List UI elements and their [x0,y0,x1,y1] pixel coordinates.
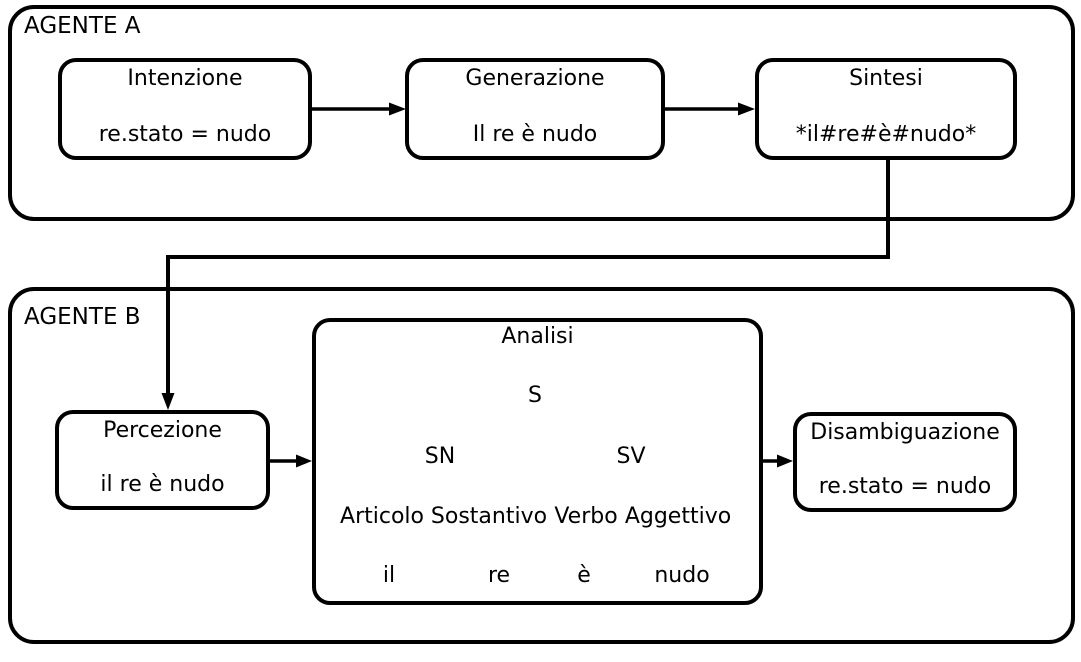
arrowhead-analisi-disambiguazione [777,454,793,468]
sintesi-title: Sintesi [849,66,923,91]
tree-node-aggettivo: Aggettivo [624,504,732,529]
agent-b-label: AGENTE B [24,304,141,330]
tree-node-s: S [528,383,542,408]
percezione-title: Percezione [103,418,222,443]
flow-arrow-heads [161,102,793,468]
agent-a-container [8,5,1075,221]
generazione-content: Il re è nudo [472,122,598,148]
disambiguazione-content: re.stato = nudo [818,474,992,500]
sintesi-content: *il#re#è#nudo* [795,122,977,148]
tree-leaf-il: il [382,563,396,588]
tree-leaf-e: è [577,563,591,588]
generazione-node: Generazione Il re è nudo [405,58,665,160]
generazione-title: Generazione [465,66,605,91]
analisi-title: Analisi [501,324,574,349]
tree-leaf-nudo: nudo [654,563,710,588]
tree-node-sn: SN [424,444,456,469]
disambiguazione-title: Disambiguazione [810,420,1000,445]
analisi-node: Analisi [312,318,763,605]
tree-node-verbo: Verbo [554,504,618,529]
arrowhead-generazione-sintesi [738,102,755,116]
tree-node-sv: SV [616,444,646,469]
arrowhead-sintesi-percezione [161,393,175,410]
tree-node-sostantivo: Sostantivo [430,504,548,529]
agent-b-container [8,287,1075,644]
percezione-node: Percezione il re è nudo [55,410,270,510]
flow-arrow-lines [166,107,890,463]
tree-node-articolo: Articolo [340,504,424,529]
tree-leaf-re: re [487,563,511,588]
agent-a-label: AGENTE A [24,13,141,39]
intenzione-node: Intenzione re.stato = nudo [58,58,312,160]
arrowhead-percezione-analisi [296,454,312,468]
percezione-content: il re è nudo [100,472,225,498]
arrowhead-intenzione-generazione [389,102,406,116]
disambiguazione-node: Disambiguazione re.stato = nudo [793,412,1017,512]
intenzione-title: Intenzione [127,66,243,91]
sintesi-node: Sintesi *il#re#è#nudo* [755,58,1017,160]
intenzione-content: re.stato = nudo [98,122,272,148]
